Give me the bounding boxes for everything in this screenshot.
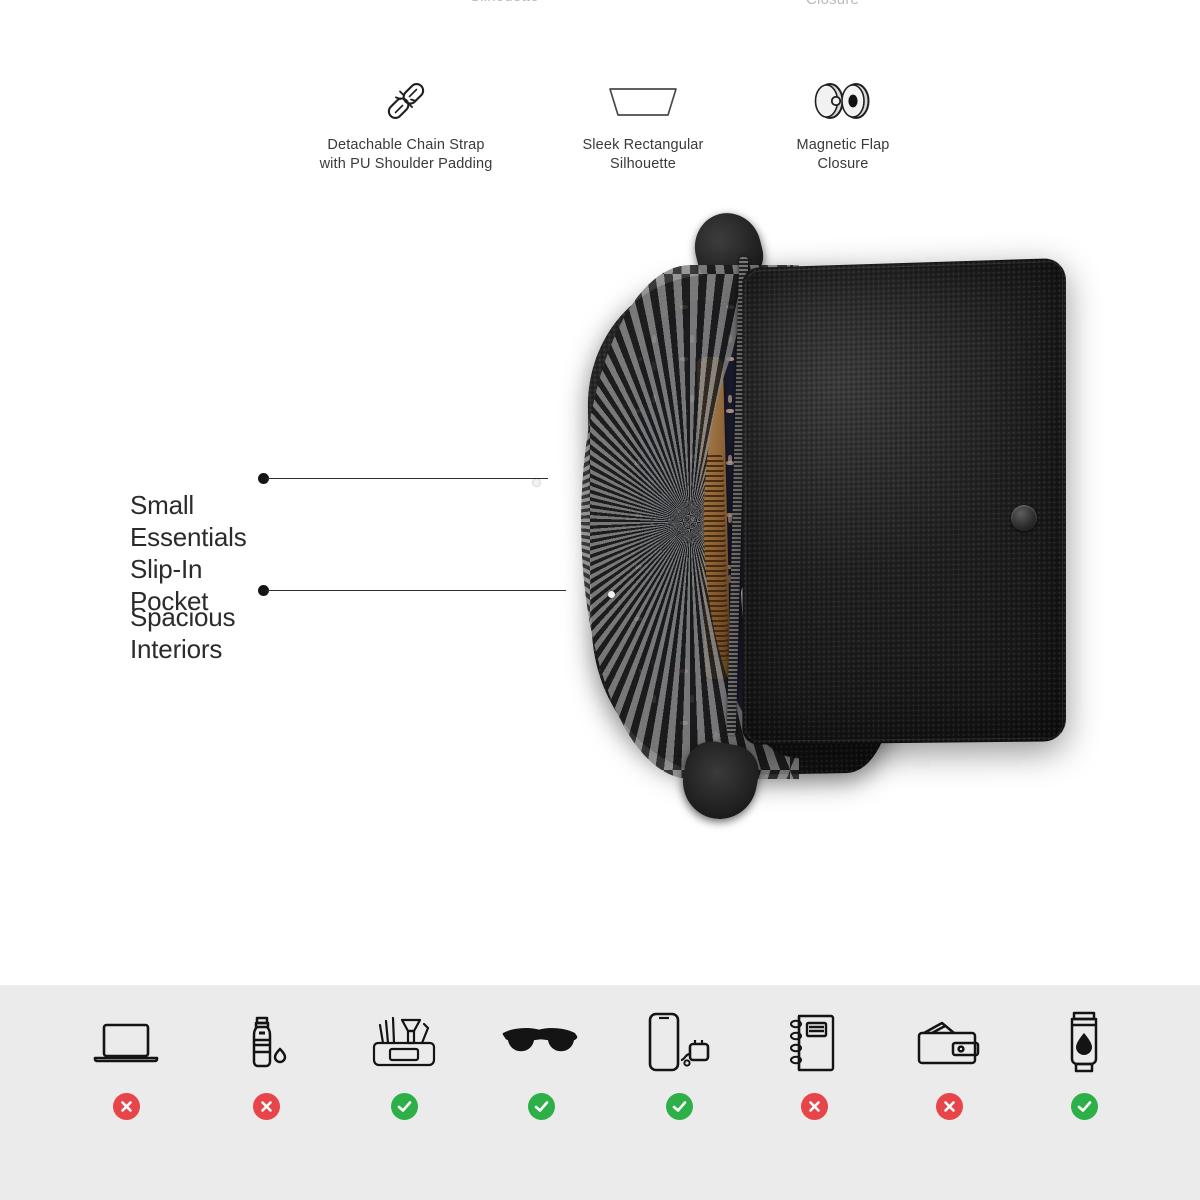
status-badge-check (1071, 1093, 1098, 1120)
status-badge-check (391, 1093, 418, 1120)
makeup-pouch-icon (349, 1003, 459, 1083)
feature-label: Detachable Chain Strap with PU Shoulder … (265, 136, 547, 174)
wallet-icon (894, 1003, 1004, 1083)
compat-item-wallet (894, 1003, 1004, 1120)
callout-leader-line (266, 478, 548, 479)
status-badge-cross (801, 1093, 828, 1120)
feature-magnetic-flap-closure: Magnetic Flap Closure (748, 78, 938, 174)
bag-front-flap (742, 258, 1066, 745)
compat-item-makeup-pouch (349, 1003, 459, 1120)
feature-sleek-rectangular-silhouette: Sleek Rectangular Silhouette (545, 78, 741, 174)
feature-row: Detachable Chain Strap with PU Shoulder … (0, 78, 1200, 193)
callout-endpoint-slip (533, 479, 540, 486)
feature-label: Sleek Rectangular Silhouette (545, 136, 741, 174)
compat-item-notebook (759, 1003, 869, 1120)
trapezoid-silhouette-icon (545, 78, 741, 124)
compat-item-sunglasses (486, 1003, 596, 1120)
magnetic-snap-discs-icon (748, 78, 938, 124)
compatibility-strip (0, 985, 1200, 1200)
compat-item-laptop (71, 1003, 181, 1120)
status-badge-cross (113, 1093, 140, 1120)
feature-detachable-chain-strap: Detachable Chain Strap with PU Shoulder … (265, 78, 547, 174)
callout-leader-line (266, 590, 566, 591)
phone-charger-icon (624, 1003, 734, 1083)
broken-chain-link-icon (265, 78, 547, 124)
compat-item-phone-charger (624, 1003, 734, 1120)
cutoff-text-closure: Closure (806, 0, 859, 8)
cutoff-text-silhouette: Silhouette (470, 0, 539, 5)
lotion-tube-icon (1029, 1003, 1139, 1083)
status-badge-check (528, 1093, 555, 1120)
callout-endpoint-spacious (608, 591, 615, 598)
flap-stitch-edge (745, 261, 1063, 742)
laptop-icon (71, 1003, 181, 1083)
magnetic-snap-button (1011, 505, 1037, 531)
callout-label: Spacious Interiors (130, 601, 258, 665)
product-photo (495, 205, 1105, 815)
callout-label: Small Essentials Slip-In Pocket (130, 489, 258, 617)
water-bottle-icon (211, 1003, 321, 1083)
status-badge-cross (253, 1093, 280, 1120)
sunglasses-icon (486, 1003, 596, 1083)
status-badge-cross (936, 1093, 963, 1120)
compat-item-water-bottle (211, 1003, 321, 1120)
status-badge-check (666, 1093, 693, 1120)
compat-item-lotion-tube (1029, 1003, 1139, 1120)
feature-label: Magnetic Flap Closure (748, 136, 938, 174)
cutoff-top-row: Silhouette Closure (0, 0, 1200, 10)
notebook-icon (759, 1003, 869, 1083)
